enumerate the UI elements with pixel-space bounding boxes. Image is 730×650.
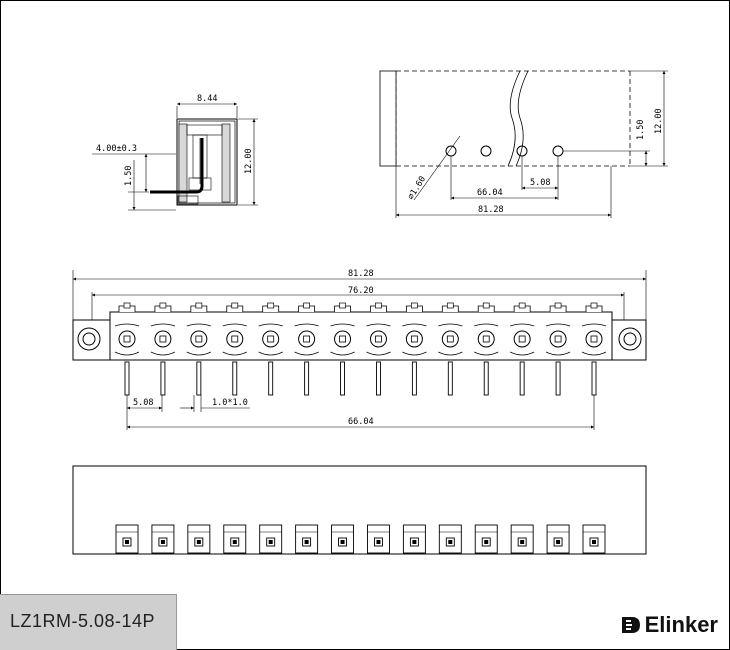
bottom-slot [187,524,211,554]
bottom-slot [438,524,462,554]
side-dim-pin-height: 1.50 [124,166,134,186]
front-dim-pin-span: 66.04 [348,417,374,427]
terminal-pin [258,302,283,396]
side-dim-height: 12.00 [244,148,254,174]
part-number-box: LZ1RM-5.08-14P [0,594,177,650]
bottom-slot [223,524,247,554]
pcb-layout-view [379,70,668,218]
pcb-dim-edge-height: 1.50 [636,120,646,140]
terminal-pin [186,302,212,396]
front-dim-total: 81.28 [348,269,374,279]
pcb-dim-total: 81.28 [478,205,504,215]
terminal-pin [366,302,391,396]
front-dim-inner: 76.20 [348,286,374,296]
side-view [92,102,258,211]
terminal-pin [114,302,140,396]
terminal-pin [330,302,355,396]
pcb-dim-pitch: 5.08 [530,178,550,188]
part-number: LZ1RM-5.08-14P [10,611,156,631]
front-dim-pitch: 5.08 [133,398,153,408]
side-dim-pin-offset: 4.00±0.3 [96,144,137,154]
brand-logo: Elinker [620,612,718,638]
pcb-dim-height: 12.00 [654,108,664,134]
bottom-slot [295,524,319,554]
front-pins-group [114,302,607,396]
terminal-pin [474,302,499,396]
terminal-pin [402,302,427,396]
bottom-slot [367,524,390,554]
bottom-slot [582,524,606,554]
brand-mark-icon [621,617,640,633]
bottom-slot [510,524,534,554]
terminal-pin [545,302,571,396]
terminal-pin [294,302,319,396]
pcb-dim-hole-dia: ⌀1.60 [406,175,428,202]
brand-name: Elinker [644,612,718,637]
pcb-dim-pin-span: 66.04 [477,188,503,198]
front-dims [126,395,595,430]
bottom-slot [115,524,139,554]
terminal-pin [509,302,535,396]
bottom-slot [402,524,426,554]
bottom-slot [259,524,283,554]
bottom-slot [331,524,354,554]
terminal-pin [438,302,463,396]
bottom-slot [151,524,175,554]
terminal-pin [581,302,607,396]
bottom-slots-group [115,524,606,554]
terminal-pin [150,302,176,396]
bottom-slot [546,524,570,554]
bottom-slot [474,524,498,554]
front-dim-pin-size: 1.0*1.0 [212,398,248,408]
side-dim-width: 8.44 [197,94,217,104]
terminal-pin [222,302,247,396]
